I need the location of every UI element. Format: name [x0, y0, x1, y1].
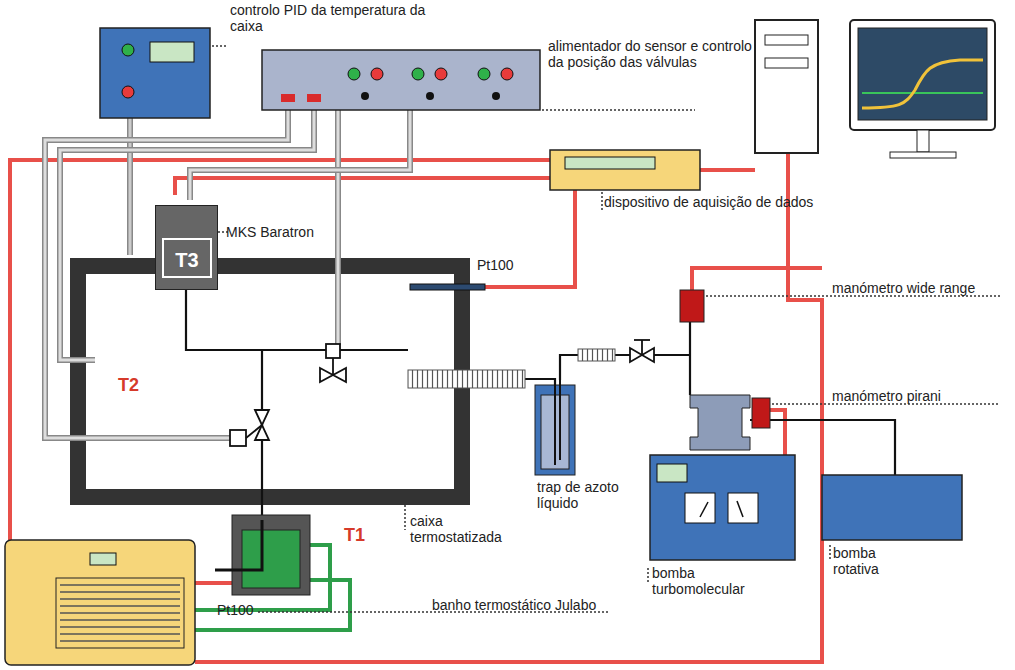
gauge-label: manómetro wide range: [832, 280, 975, 296]
part-label: trap de azoto líquido: [537, 479, 637, 511]
part-label: caixa termostatizada: [410, 513, 505, 545]
gauge-label: manómetro pirani: [832, 388, 941, 404]
device-label: banho termostático Julabo: [432, 597, 662, 613]
device-label: dispositivo de aquisição de dados: [604, 194, 819, 210]
temperature-label: T1: [344, 525, 365, 545]
device-label: alimentador do sensor e controlo da posi…: [548, 38, 753, 70]
thermostated-box: T2: [70, 258, 470, 505]
baratron-gauge: T3: [155, 205, 218, 290]
device-label: controlo PID da temperatura da caixa: [230, 2, 430, 34]
temperature-label: T3: [162, 238, 212, 278]
sensor-label: Pt100: [477, 257, 514, 273]
pump-label: bomba rotativa: [833, 545, 913, 577]
temperature-label: T2: [118, 375, 139, 396]
part-label: MKS Baratron: [226, 224, 314, 240]
sensor-label: Pt100: [217, 602, 254, 618]
pump-label: bomba turbomolecular: [652, 565, 762, 597]
